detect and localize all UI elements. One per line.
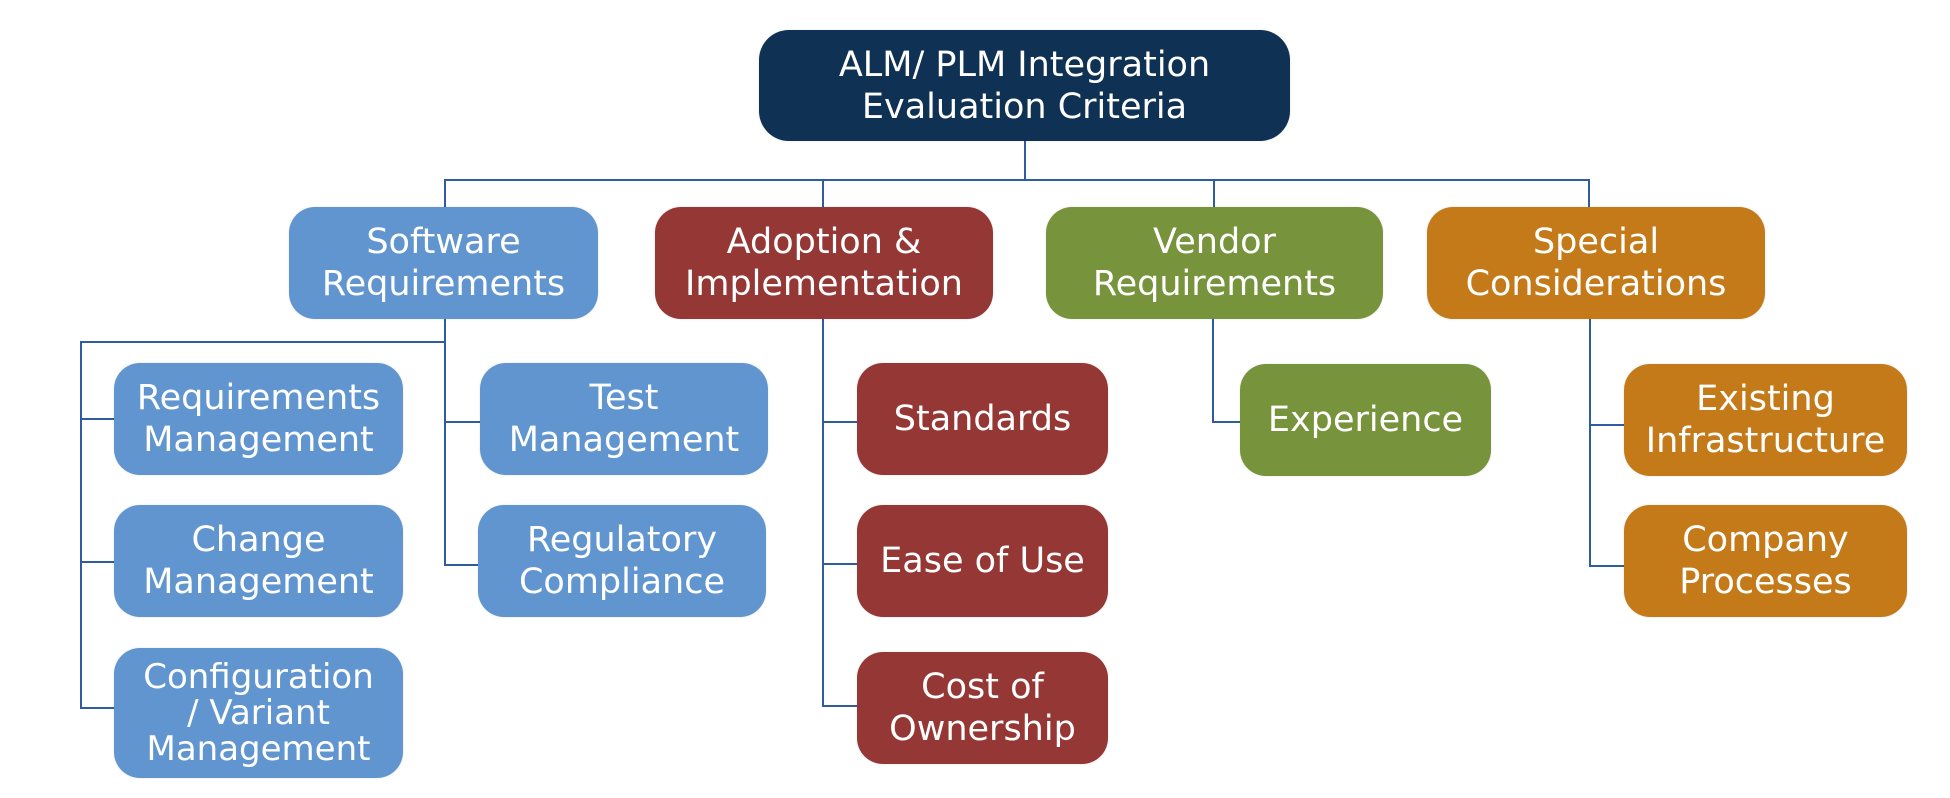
vendor-drop-connector [1213,179,1215,208]
node-cost-of-ownership: Cost of Ownership [857,652,1108,764]
adoption-drop-connector [822,179,824,208]
node-label-line: Standards [893,399,1072,439]
category-label-line: Special [1532,222,1660,262]
category-label-line: Implementation [685,264,963,304]
special-child-trunk [1589,319,1591,567]
root-label-line-2: Evaluation Criteria [861,86,1188,127]
node-standards: Standards [857,363,1108,475]
node-label-line: Ease of Use [880,541,1085,581]
existing-infra-stub [1589,424,1624,426]
node-requirements-management: Requirements Management [114,363,403,475]
node-label-line: Change [191,520,326,560]
node-configuration-variant-management: Configuration / Variant Management [114,648,403,778]
node-experience: Experience [1240,364,1491,476]
node-label-line: Company [1682,520,1849,560]
category-vendor-requirements: Vendor Requirements [1046,207,1383,319]
software-left-trunk [80,341,82,709]
special-drop-connector [1588,179,1590,208]
node-label-line: Cost of [921,667,1044,707]
node-label-line: Ownership [889,709,1076,749]
standards-stub [822,421,858,423]
node-label-line: Existing [1696,379,1835,419]
node-company-processes: Company Processes [1624,505,1907,617]
node-label-line: Requirements [136,378,381,418]
change-mgmt-stub [80,561,114,563]
node-regulatory-compliance: Regulatory Compliance [478,505,766,617]
category-software-requirements: Software Requirements [289,207,598,319]
cost-stub [822,705,858,707]
root-trunk-connector [1024,140,1026,181]
root-node: ALM/ PLM Integration Evaluation Criteria [759,30,1290,141]
software-child-trunk [444,319,446,566]
node-label-line: Management [143,420,374,460]
node-label-line: Management [143,562,374,602]
node-label-line: / Variant [187,693,330,733]
category-label-line: Vendor [1153,222,1276,262]
node-label-line: Compliance [518,562,726,602]
node-label-line: Configuration [143,657,374,697]
node-label-line: Regulatory [526,520,718,560]
node-label-line: Infrastructure [1645,421,1886,461]
node-label-line: Management [508,420,740,460]
software-left-branch [80,341,446,343]
ease-of-use-stub [822,563,858,565]
experience-stub [1212,421,1240,423]
software-drop-connector [444,179,446,208]
category-label-line: Requirements [321,264,566,304]
category-label-line: Adoption & [726,222,922,262]
node-label-line: Management [146,729,371,769]
test-mgmt-stub [444,421,480,423]
company-processes-stub [1589,565,1624,567]
category-special-considerations: Special Considerations [1427,207,1765,319]
node-label-line: Test [589,378,659,418]
top-bus-connector [444,179,1590,181]
category-adoption-implementation: Adoption & Implementation [655,207,993,319]
node-change-management: Change Management [114,505,403,617]
node-test-management: Test Management [480,363,768,475]
regulatory-stub [444,564,478,566]
node-label-line: Processes [1679,562,1852,602]
config-mgmt-stub [80,707,114,709]
node-ease-of-use: Ease of Use [857,505,1108,617]
category-label-line: Software [366,222,521,262]
category-label-line: Requirements [1092,264,1337,304]
node-label-line: Experience [1267,400,1464,440]
root-label-line-1: ALM/ PLM Integration [838,44,1211,85]
category-label-line: Considerations [1465,264,1727,304]
node-existing-infrastructure: Existing Infrastructure [1624,364,1907,476]
vendor-child-trunk [1212,319,1214,423]
adoption-child-trunk [822,319,824,707]
req-mgmt-stub [80,418,114,420]
